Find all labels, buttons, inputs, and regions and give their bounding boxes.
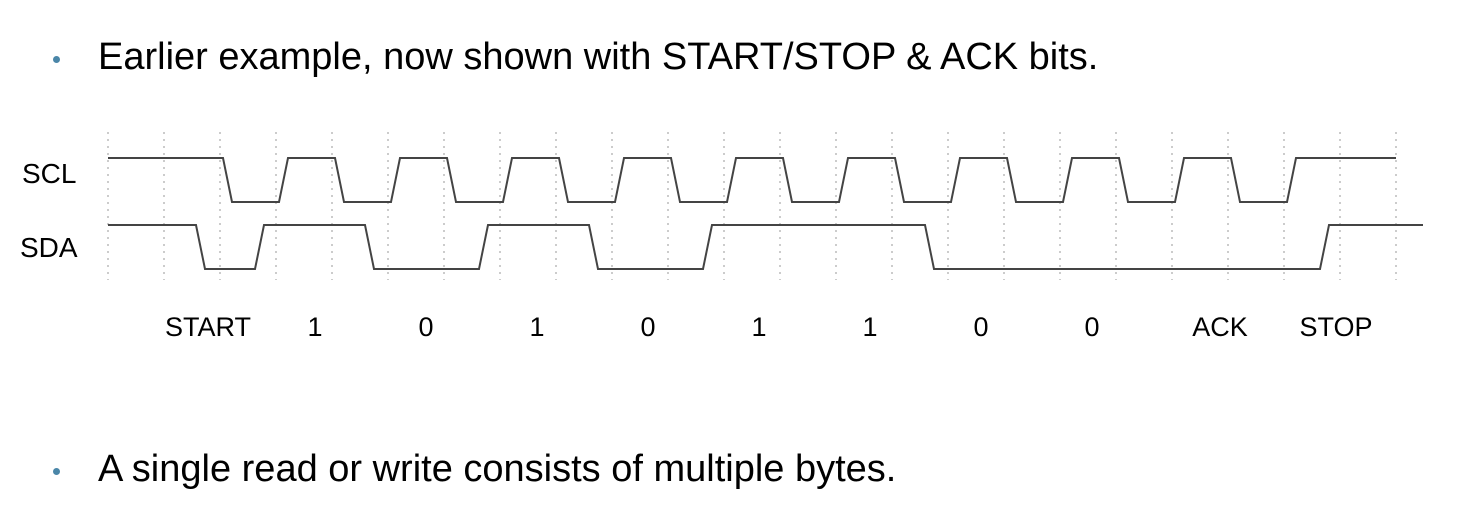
bit-labels: START 1 0 1 0 1 1 0 0 ACK STOP	[165, 312, 1373, 342]
grid-lines	[107, 132, 1397, 280]
bit-label: 1	[307, 312, 322, 342]
bullet-text: Earlier example, now shown with START/ST…	[98, 36, 1099, 78]
signal-label-sda: SDA	[20, 232, 78, 263]
bit-label: ACK	[1192, 312, 1248, 342]
bit-label: START	[165, 312, 251, 342]
sda-waveform	[108, 224, 1423, 270]
bullet-text: A single read or write consists of multi…	[98, 448, 897, 490]
bit-label: 1	[751, 312, 766, 342]
bit-label: 1	[529, 312, 544, 342]
signal-label-scl: SCL	[22, 158, 76, 189]
bullet-dot-icon	[53, 56, 60, 63]
bit-label: STOP	[1299, 312, 1372, 342]
scl-waveform	[108, 157, 1396, 203]
bullet-dot-icon	[53, 468, 60, 475]
bit-label: 0	[640, 312, 655, 342]
bit-label: 0	[418, 312, 433, 342]
bit-label: 0	[1084, 312, 1099, 342]
bit-label: 0	[973, 312, 988, 342]
bit-label: 1	[862, 312, 877, 342]
